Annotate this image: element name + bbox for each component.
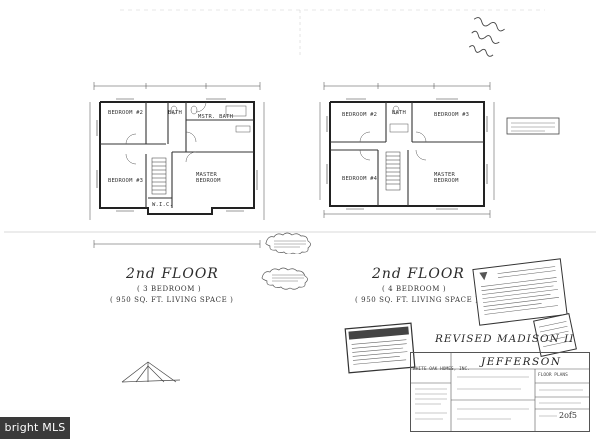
room-label: MASTER BEDROOM: [196, 172, 221, 184]
revision-title: REVISED MADISON II: [435, 333, 575, 345]
title-block: JEFFERSON WHITE OAK HOMES, INC. FLOOR PL…: [410, 352, 590, 432]
living-space-right: ( 950 SQ. FT. LIVING SPACE ): [355, 296, 479, 304]
sheet-title: FLOOR PLANS: [538, 373, 568, 378]
room-label: BEDROOM #2: [108, 110, 144, 116]
handwritten-note: [468, 17, 505, 57]
room-label: BATH: [168, 110, 183, 116]
watermark-logo: bright MLS: [0, 417, 70, 439]
floor-plan-left: BEDROOM #2 MSTR. BATH BATH BEDROOM #3 MA…: [86, 80, 268, 252]
title-block-grid: [411, 353, 589, 431]
room-label: BEDROOM #4: [342, 176, 378, 182]
living-space-left: ( 950 SQ. FT. LIVING SPACE ): [110, 296, 234, 304]
room-label: BEDROOM #2: [342, 112, 378, 118]
floor-plan-left-drawing: [89, 82, 265, 248]
company-name: WHITE OAK HOMES, INC.: [413, 367, 470, 372]
room-label: MSTR. BATH: [198, 114, 234, 120]
room-label: BEDROOM #3: [434, 112, 470, 118]
bedroom-count-left: ( 3 BEDROOM ): [137, 285, 202, 293]
room-label: BEDROOM #3: [108, 178, 144, 184]
small-note-stamp: [506, 117, 560, 135]
room-label: MASTER BEDROOM: [434, 172, 459, 184]
room-label: BATH: [392, 110, 407, 116]
floor-plan-right-drawing: [319, 82, 495, 218]
county-approval-stamp: [472, 258, 568, 326]
floor-title-right: 2nd FLOOR: [372, 266, 465, 282]
room-label: W.I.C.: [152, 202, 174, 208]
model-name: JEFFERSON: [481, 356, 562, 368]
revision-cloud: [265, 232, 311, 254]
revision-cloud: [261, 267, 308, 290]
sketch-mark: [121, 361, 181, 383]
sheet-number: 2of5: [559, 411, 577, 420]
floor-plan-right: BEDROOM #2 BATH BEDROOM #3 BEDROOM #4 MA…: [316, 80, 498, 220]
floor-title-left: 2nd FLOOR: [126, 266, 219, 282]
bedroom-count-right: ( 4 BEDROOM ): [382, 285, 447, 293]
approval-stamp: [344, 322, 416, 374]
